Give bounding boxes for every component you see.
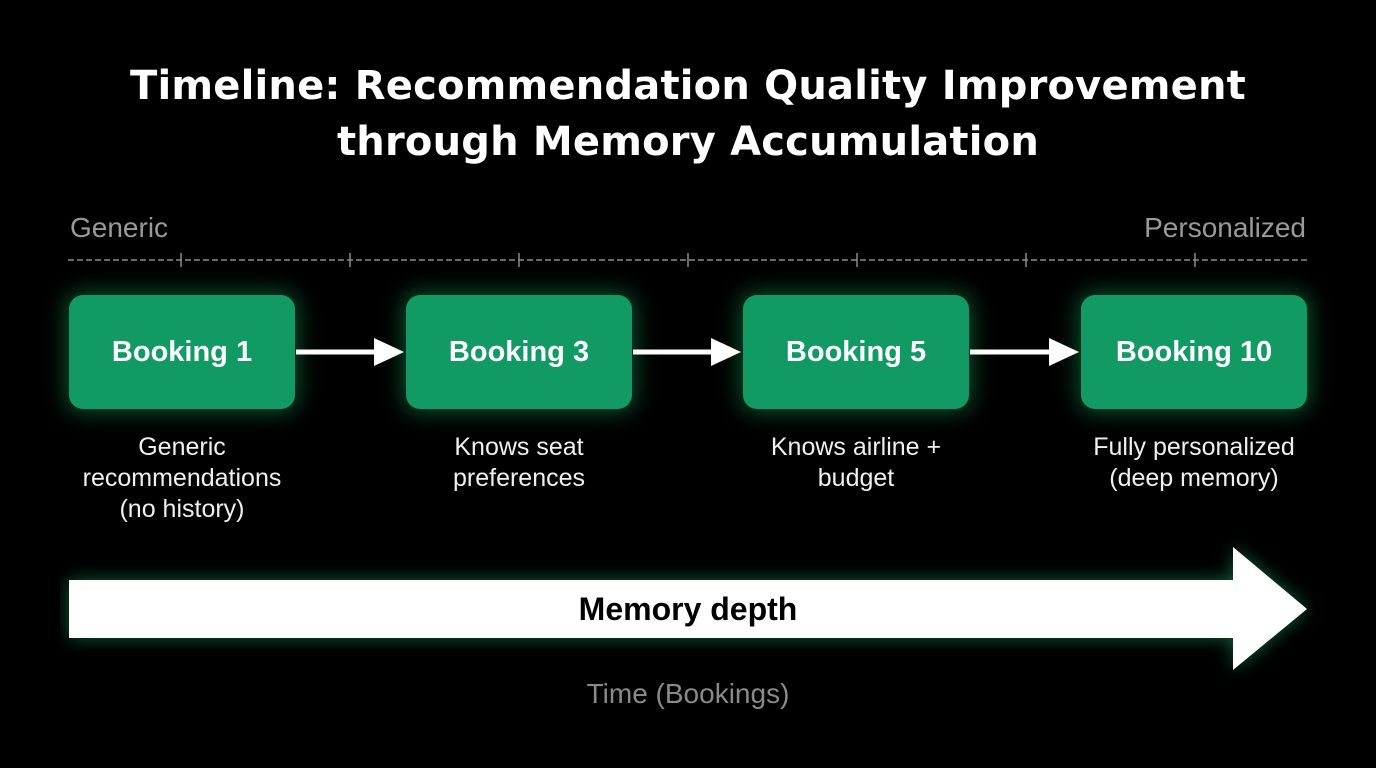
stage-description-booking-10: Fully personalized (deep memory) bbox=[1054, 432, 1334, 494]
description-line: recommendations bbox=[82, 464, 282, 492]
title-line-2: through Memory Accumulation bbox=[336, 119, 1040, 165]
memory-depth-label: Memory depth bbox=[578, 591, 798, 627]
memory-depth-arrow bbox=[69, 547, 1307, 670]
title-line-1: Timeline: Recommendation Quality Improve… bbox=[129, 63, 1246, 109]
stage-box-booking-3: Booking 3 bbox=[406, 295, 632, 409]
arrow-right-icon bbox=[296, 338, 404, 366]
stage-description-booking-3: Knows seat preferences bbox=[379, 432, 659, 494]
description-line: Fully personalized bbox=[1093, 433, 1295, 461]
description-line: (deep memory) bbox=[1109, 464, 1279, 492]
time-axis-label: Time (Bookings) bbox=[586, 678, 790, 709]
description-line: preferences bbox=[452, 464, 586, 492]
arrow-right-icon bbox=[970, 338, 1079, 366]
scale-dashed-line bbox=[68, 253, 1308, 267]
scale-left-label: Generic bbox=[70, 212, 169, 243]
stage-box-booking-10: Booking 10 bbox=[1081, 295, 1307, 409]
stage-box-booking-1: Booking 1 bbox=[69, 295, 295, 409]
stage-box-booking-5: Booking 5 bbox=[743, 295, 969, 409]
description-line: (no history) bbox=[119, 495, 245, 523]
description-line: Knows seat bbox=[454, 433, 584, 461]
scale-right-label: Personalized bbox=[1144, 212, 1306, 243]
stage-description-booking-5: Knows airline + budget bbox=[716, 432, 996, 494]
stage-description-booking-1: Generic recommendations (no history) bbox=[42, 432, 322, 525]
description-line: Generic bbox=[138, 433, 226, 461]
description-line: budget bbox=[817, 464, 895, 492]
description-line: Knows airline + bbox=[770, 433, 942, 461]
arrow-right-icon bbox=[633, 338, 741, 366]
diagram-title: Timeline: Recommendation Quality Improve… bbox=[0, 58, 1376, 170]
